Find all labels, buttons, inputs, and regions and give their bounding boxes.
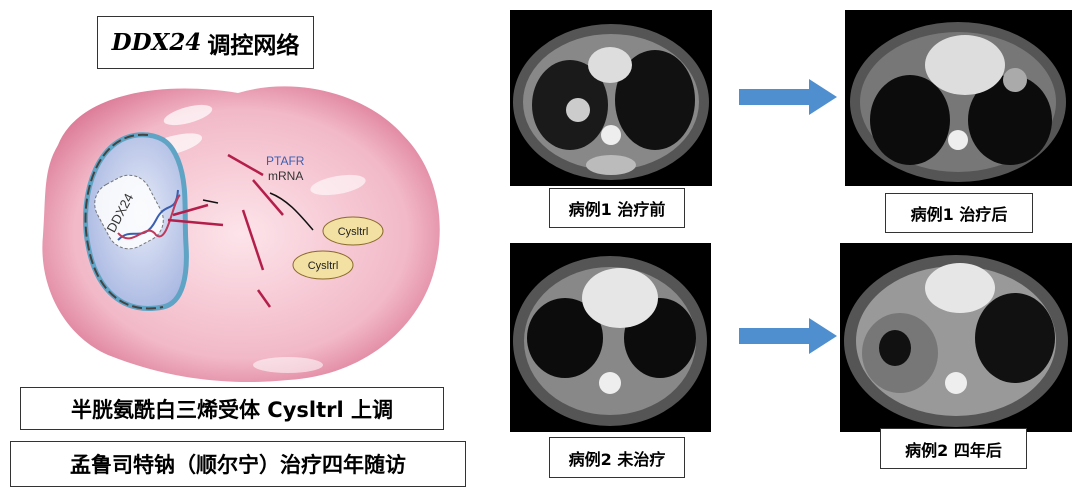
caption-case2-untreated: 病例2 未治疗: [549, 437, 685, 478]
protein-1: [322, 216, 384, 246]
mrna-strand: [241, 209, 265, 271]
gene-name: DDX24: [111, 29, 202, 56]
mrna-strand: [252, 179, 284, 216]
ct-scan-case1-after: [845, 10, 1072, 186]
dna-strand: [117, 189, 179, 241]
upregulation-caption: 半胱氨酰白三烯受体 Cysltrl 上调: [20, 387, 444, 430]
caption-case1-after: 病例1 治疗后: [885, 193, 1033, 233]
caption-case2-after4y: 病例2 四年后: [880, 428, 1027, 469]
ct-scan-case2-untreated: [510, 243, 711, 432]
cell-illustration: DDX24 PTAFR mRNA Cysltrl Cysltrl: [42, 86, 440, 383]
small-arrow: [202, 199, 219, 204]
right-arrow-icon: [739, 79, 837, 115]
mrna-strand: [172, 203, 209, 217]
highlight: [310, 174, 366, 196]
dna-strand: [117, 194, 181, 240]
protein-label-1: Cysltrl: [338, 226, 369, 238]
highlight: [163, 104, 213, 126]
followup-caption: 孟鲁司特钠（顺尔宁）治疗四年随访: [10, 441, 466, 487]
ptafr-label: PTAFR: [266, 154, 305, 168]
right-arrow-icon: [739, 318, 837, 354]
mrna-strand: [227, 153, 264, 177]
mrna-strand: [167, 218, 224, 227]
protein-label-2: Cysltrl: [308, 260, 339, 272]
caption-case1-before: 病例1 治疗前: [549, 188, 685, 228]
ct-scan-case1-before: [510, 10, 712, 186]
title-text: 调控网络: [207, 32, 300, 59]
mrna-strand: [256, 289, 272, 308]
mrna-label: mRNA: [268, 169, 303, 183]
ct-scan-case2-after4y: [840, 243, 1072, 432]
protein-2: [292, 250, 354, 280]
curved-arrow: [269, 192, 314, 231]
network-title: DDX24 调控网络: [97, 16, 314, 69]
highlight: [253, 357, 323, 373]
